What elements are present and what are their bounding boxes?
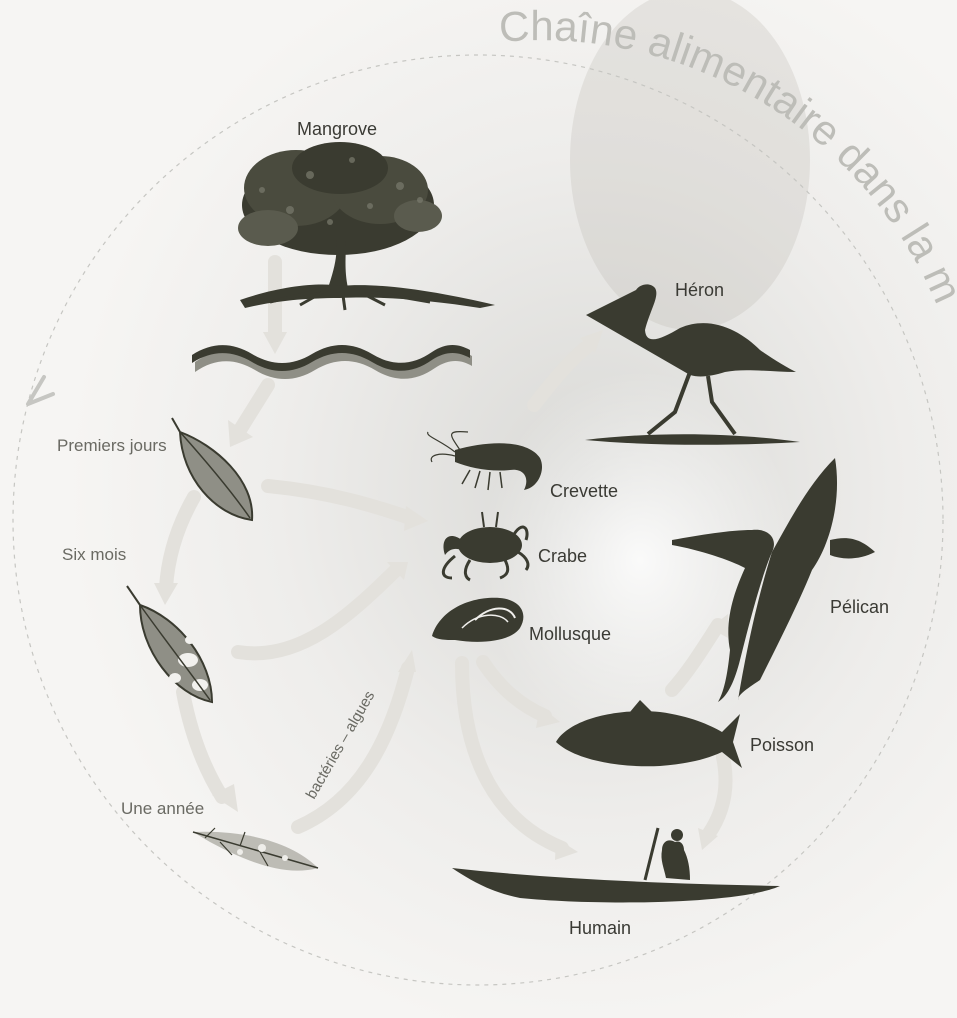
label-human: Humain: [569, 918, 631, 938]
label-fish: Poisson: [750, 735, 814, 755]
label-mollusc: Mollusque: [529, 624, 611, 644]
label-one-year: Une année: [121, 799, 204, 818]
label-six-months: Six mois: [62, 545, 126, 564]
label-crab: Crabe: [538, 546, 587, 566]
label-first-days: Premiers jours: [57, 436, 167, 455]
label-pelican: Pélican: [830, 597, 889, 617]
label-mangrove: Mangrove: [297, 119, 377, 139]
label-shrimp: Crevette: [550, 481, 618, 501]
label-heron: Héron: [675, 280, 724, 300]
